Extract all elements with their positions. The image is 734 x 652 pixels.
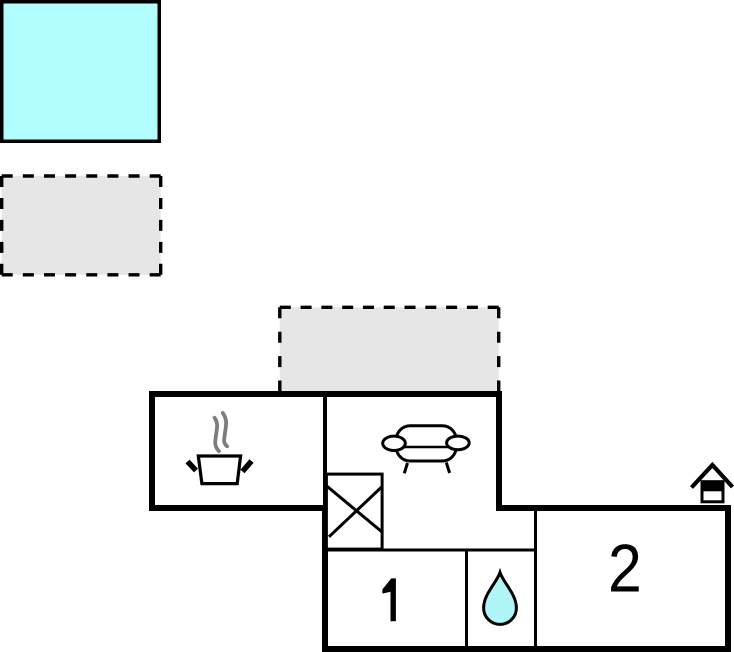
svg-text:2: 2 [608,531,642,607]
